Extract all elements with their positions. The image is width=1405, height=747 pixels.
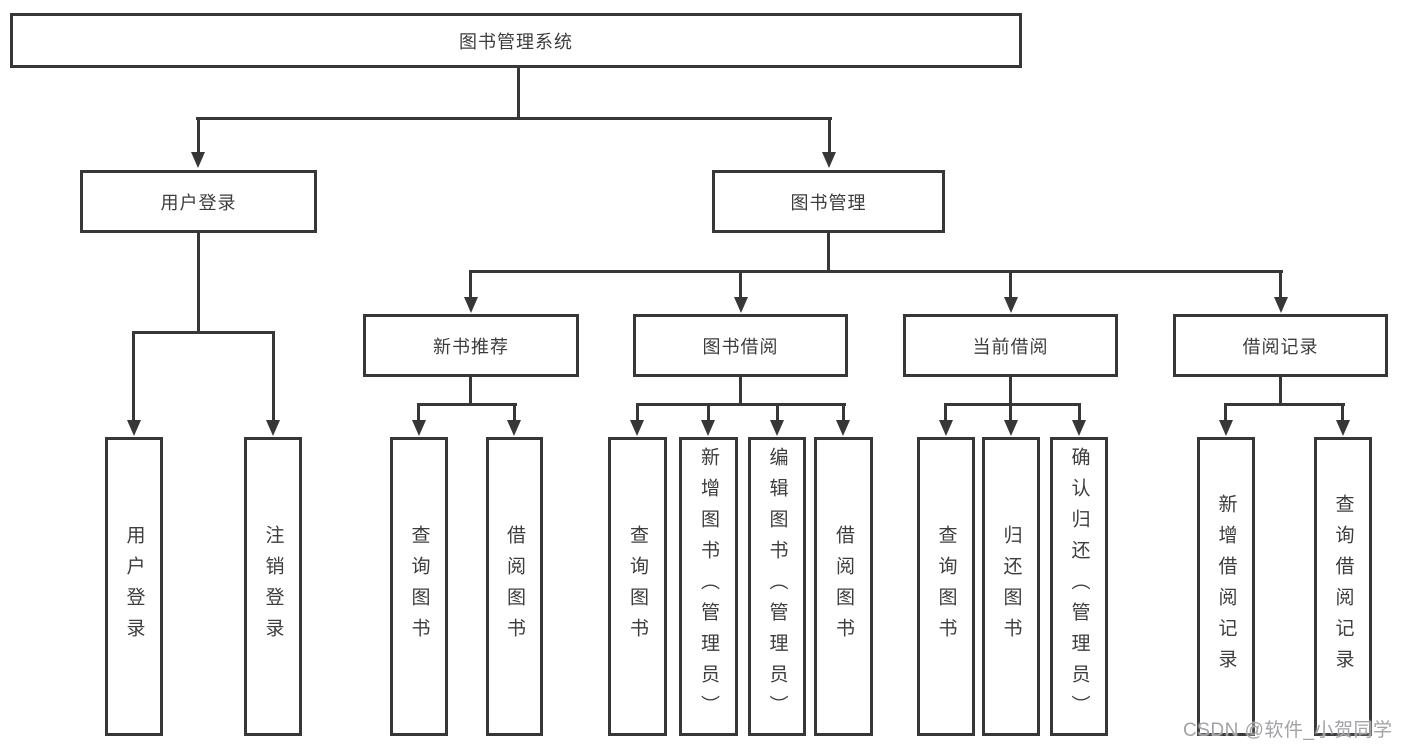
leaf-query-books-borrowing: 查询图书 (608, 437, 667, 736)
leaf-confirm-return-admin: 确认归还（管理员） (1050, 437, 1108, 736)
leaf-add-borrow-record: 新增借阅记录 (1197, 437, 1255, 736)
connector-leaf-shaft (132, 331, 135, 421)
leaf-query-books-recommend-label: 查询图书 (408, 524, 430, 649)
arrow-down-icon (630, 420, 644, 436)
arrow-down-icon (1004, 297, 1018, 313)
arrow-down-icon (701, 420, 715, 436)
arrow-down-icon (1336, 420, 1350, 436)
leaf-confirm-return-admin-label: 确认归还（管理员） (1068, 447, 1090, 726)
connector-leaf-shaft (1341, 403, 1344, 421)
node-new-book-recommend: 新书推荐 (363, 314, 579, 377)
node-borrowing-records: 借阅记录 (1173, 314, 1388, 377)
connector-currentborrow-hline (944, 403, 1081, 406)
arrow-down-icon (507, 420, 521, 436)
connector-records-stem (1279, 377, 1282, 406)
leaf-logout: 注销登录 (244, 437, 302, 736)
connector-leaf-shaft (272, 331, 275, 421)
arrow-down-icon (1219, 420, 1233, 436)
leaf-logout-label: 注销登录 (262, 524, 284, 649)
arrow-down-icon (1072, 420, 1086, 436)
arrow-down-icon (734, 297, 748, 313)
connector-leaf-shaft (1078, 403, 1081, 421)
arrow-down-icon (822, 152, 836, 168)
leaf-query-books-recommend: 查询图书 (390, 437, 448, 736)
leaf-user-login-label: 用户登录 (123, 524, 145, 649)
connector-userlogin-shaft (197, 117, 200, 155)
connector-bookborrow-stem (739, 377, 742, 406)
connector-l3-shaft (1009, 270, 1012, 299)
connector-l3-shaft (469, 270, 472, 299)
arrow-down-icon (191, 152, 205, 168)
connector-leaf-shaft (707, 403, 710, 421)
connector-newbook-stem (469, 377, 472, 406)
connector-userlogin-hline (132, 331, 275, 334)
connector-bookmgmt-shaft (828, 117, 831, 155)
leaf-query-books-borrowing-label: 查询图书 (627, 524, 648, 649)
leaf-add-borrow-record-label: 新增借阅记录 (1215, 493, 1237, 680)
arrow-down-icon (836, 420, 850, 436)
leaf-borrow-books-borrowing-label: 借阅图书 (833, 524, 854, 649)
leaf-return-books: 归还图书 (982, 437, 1040, 736)
connector-leaf-shaft (1009, 403, 1012, 421)
connector-leaf-shaft (417, 403, 420, 421)
connector-leaf-shaft (1224, 403, 1227, 421)
connector-leaf-shaft (636, 403, 639, 421)
arrow-down-icon (1004, 420, 1018, 436)
connector-leaf-shaft (776, 403, 779, 421)
connector-bookmgmt-stem (827, 233, 830, 273)
connector-bookmgmt-hline (469, 270, 1283, 273)
connector-bookborrow-hline (636, 403, 846, 406)
connector-l3-shaft (1279, 270, 1282, 299)
arrow-down-icon (1274, 297, 1288, 313)
arrow-down-icon (939, 420, 953, 436)
node-user-login: 用户登录 (80, 170, 317, 233)
leaf-add-book-admin-label: 新增图书（管理员） (698, 447, 719, 726)
connector-root-stem (517, 68, 520, 120)
leaf-add-book-admin: 新增图书（管理员） (679, 437, 738, 736)
leaf-query-borrow-record-label: 查询借阅记录 (1332, 493, 1354, 680)
connector-root-hline (196, 117, 832, 120)
leaf-edit-book-admin: 编辑图书（管理员） (748, 437, 806, 736)
leaf-user-login: 用户登录 (105, 437, 163, 736)
connector-leaf-shaft (842, 403, 845, 421)
arrow-down-icon (127, 420, 141, 436)
connector-records-hline (1224, 403, 1345, 406)
leaf-return-books-label: 归还图书 (1000, 524, 1022, 649)
leaf-borrow-books-recommend-label: 借阅图书 (504, 524, 525, 649)
leaf-query-books-current-label: 查询图书 (935, 524, 957, 649)
node-book-management: 图书管理 (712, 170, 945, 233)
arrow-down-icon (464, 297, 478, 313)
leaf-borrow-books-recommend: 借阅图书 (486, 437, 543, 736)
node-current-borrowing: 当前借阅 (903, 314, 1118, 377)
leaf-query-books-current: 查询图书 (917, 437, 975, 736)
leaf-query-borrow-record: 查询借阅记录 (1314, 437, 1372, 736)
connector-newbook-hline (417, 403, 517, 406)
node-root-library-system: 图书管理系统 (10, 13, 1022, 68)
leaf-borrow-books-borrowing: 借阅图书 (814, 437, 873, 736)
arrow-down-icon (266, 420, 280, 436)
connector-userlogin-stem (197, 233, 200, 333)
node-book-borrowing: 图书借阅 (633, 314, 848, 377)
connector-leaf-shaft (513, 403, 516, 421)
csdn-watermark: CSDN @软件_小贺同学 (1183, 720, 1393, 741)
leaf-edit-book-admin-label: 编辑图书（管理员） (766, 447, 788, 726)
connector-leaf-shaft (944, 403, 947, 421)
connector-l3-shaft (739, 270, 742, 299)
arrow-down-icon (770, 420, 784, 436)
arrow-down-icon (412, 420, 426, 436)
connector-currentborrow-stem (1009, 377, 1012, 406)
